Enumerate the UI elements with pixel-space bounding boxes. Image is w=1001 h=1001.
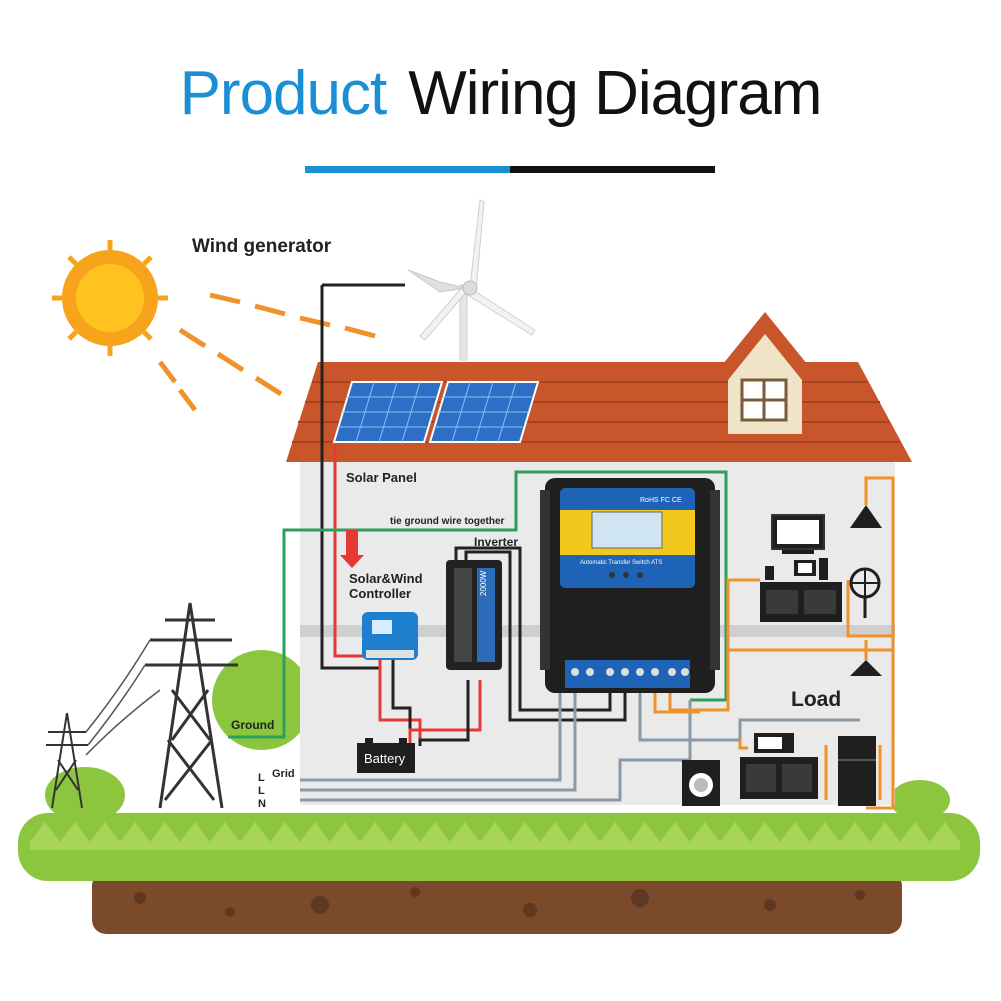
power-tower-large-icon [145, 602, 238, 809]
inverter-icon: 2000W [446, 560, 502, 670]
label-grid-l2: L [258, 785, 265, 797]
bush-left [45, 767, 125, 823]
title-underline-blue [305, 166, 510, 173]
ats-name: Automatic Transfer Switch ATS [580, 560, 662, 566]
label-inverter: Inverter [474, 535, 518, 549]
wires [228, 283, 895, 810]
solar-panel-icon [332, 381, 540, 443]
power-tower-small-icon [46, 712, 88, 809]
dormer-window [710, 312, 820, 434]
label-battery: Battery [364, 751, 406, 766]
sun-rays [158, 292, 376, 412]
solar-wind-controller-icon [362, 612, 418, 660]
microwave-icon [754, 733, 794, 753]
battery-terminal-icon [399, 738, 407, 744]
label-load: Load [791, 688, 841, 711]
desk-icon [760, 582, 842, 622]
tv-icon [771, 514, 825, 554]
inverter-rating: 2000W [479, 570, 488, 596]
battery-icon [357, 743, 415, 773]
wind-turbine-icon [407, 199, 536, 361]
kitchen-cabinet-icon [740, 757, 818, 799]
title-product: Product [179, 59, 388, 128]
page-title: Product Wiring Diagram [0, 58, 1001, 129]
washing-machine-icon [682, 760, 720, 806]
label-grid-l1: L [258, 772, 265, 784]
ats-device-icon: RoHS FC CE Automatic Transfer Switch ATS [540, 478, 720, 693]
refrigerator-icon [838, 736, 876, 806]
soil [92, 872, 902, 934]
bush-right [890, 780, 950, 820]
grass-spikes [30, 822, 960, 850]
label-ground: Ground [231, 718, 274, 732]
label-solar-panel: Solar Panel [346, 470, 417, 485]
bush-mid [212, 650, 312, 750]
title-wiring-diagram: Wiring Diagram [408, 59, 822, 128]
sun-icon [52, 240, 168, 356]
soil-stones [134, 887, 865, 917]
label-controller-line1: Solar&Wind [349, 571, 423, 586]
computer-icon [765, 558, 828, 580]
title-underline-black [510, 166, 715, 173]
ceiling-lamp-icon [850, 505, 882, 528]
label-grid-n: N [258, 798, 266, 810]
label-wind-generator: Wind generator [192, 236, 332, 257]
ats-brand: RoHS FC CE [640, 497, 682, 504]
battery-terminal-icon [365, 738, 373, 744]
label-controller-line2: Controller [349, 586, 411, 601]
fan-icon [849, 567, 881, 618]
label-tie-ground: tie ground wire together [390, 516, 505, 527]
power-lines [85, 639, 161, 756]
label-grid: Grid [272, 768, 295, 780]
arrow-down-icon [340, 530, 364, 568]
ceiling-lamp-2-icon [850, 660, 882, 676]
